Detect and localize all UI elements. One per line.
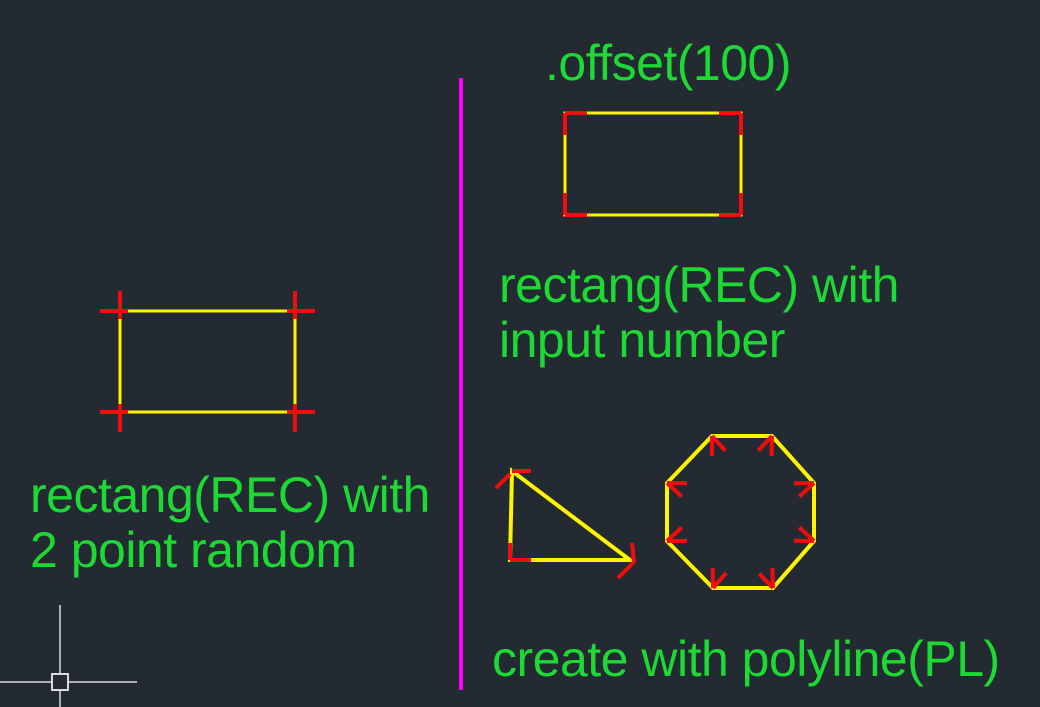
octagon-vertex-arrow bbox=[711, 571, 728, 590]
rectangle-2point[interactable] bbox=[118, 309, 297, 414]
triangle-vertex-mark bbox=[616, 560, 636, 580]
caption-rect-input-line1: rectang(REC) with bbox=[499, 257, 899, 313]
caption-rect-2point: rectang(REC) with 2 point random bbox=[30, 468, 430, 578]
caption-rect-2point-line1: rectang(REC) with bbox=[30, 467, 430, 523]
octagon-polyline[interactable] bbox=[665, 434, 816, 590]
caption-polyline: create with polyline(PL) bbox=[492, 632, 1000, 687]
octagon-vertex-arrow bbox=[797, 481, 816, 499]
triangle-vertex-mark bbox=[494, 472, 512, 490]
triangle-vertex-mark bbox=[630, 542, 636, 563]
octagon-vertex-arrow bbox=[757, 572, 775, 590]
octagon-vertex-arrow bbox=[710, 434, 727, 453]
octagon-vertex-arrow bbox=[665, 526, 684, 543]
octagon-vertex-arrow bbox=[756, 434, 774, 452]
triangle-polyline[interactable] bbox=[507, 467, 636, 562]
octagon-vertex-arrow bbox=[797, 525, 816, 543]
pickbox bbox=[51, 673, 69, 691]
octagon-vertex-arrow bbox=[770, 567, 775, 589]
caption-offset: .offset(100) bbox=[545, 35, 792, 91]
caption-offset-text: .offset(100) bbox=[545, 35, 792, 91]
octagon-vertex-arrow bbox=[665, 481, 684, 498]
caption-rect-2point-line2: 2 point random bbox=[30, 522, 357, 578]
caption-rect-input-line2: input number bbox=[499, 312, 785, 368]
caption-polyline-text: create with polyline(PL) bbox=[492, 631, 1000, 687]
offset-rectangle[interactable] bbox=[563, 111, 743, 217]
caption-rect-input: rectang(REC) with input number bbox=[499, 258, 899, 368]
